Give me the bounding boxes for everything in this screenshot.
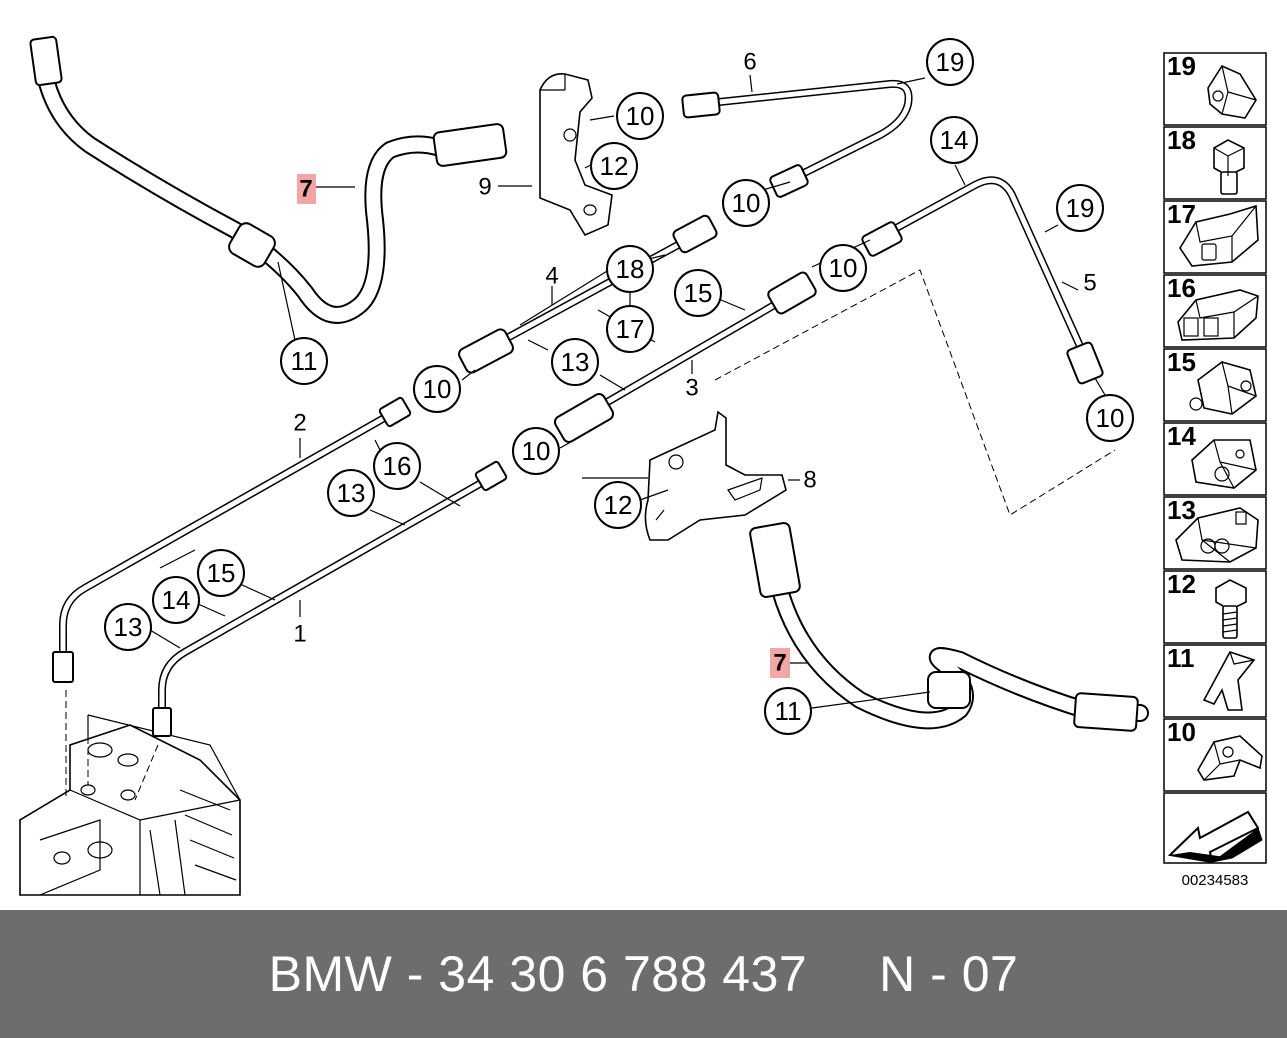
pipe-5: [861, 176, 1104, 385]
callout-14: 14: [930, 116, 978, 164]
svg-text:10: 10: [829, 253, 858, 283]
pipe-3: [553, 271, 817, 443]
clip-15-icon: [1189, 361, 1257, 415]
callout-10: 10: [512, 427, 560, 475]
svg-text:13: 13: [114, 612, 143, 642]
callouts: 19 10 12 10 14 19 18 15 10 17 13 10 11 1…: [104, 38, 1134, 735]
label-5: 5: [1083, 270, 1096, 297]
bolt-18-icon: [1213, 139, 1245, 195]
legend-number: 15: [1167, 347, 1196, 377]
svg-text:17: 17: [616, 314, 645, 344]
arrow-icon: [1167, 810, 1263, 864]
callout-10: 10: [722, 179, 770, 227]
callout-12: 12: [594, 481, 642, 529]
label-4: 4: [545, 263, 558, 290]
svg-text:19: 19: [936, 47, 965, 77]
svg-text:10: 10: [626, 101, 655, 131]
svg-text:18: 18: [616, 254, 645, 284]
clip-16-icon: [1177, 289, 1259, 341]
callout-12: 12: [590, 142, 638, 190]
legend-number: 10: [1167, 717, 1196, 747]
callout-17: 17: [606, 305, 654, 353]
svg-text:10: 10: [732, 188, 761, 218]
svg-text:11: 11: [775, 696, 802, 726]
plain-labels: 6 9 4 5 3 2 8 1: [293, 49, 1096, 648]
svg-text:19: 19: [1066, 193, 1095, 223]
callout-19: 19: [1056, 184, 1104, 232]
label-9: 9: [478, 174, 491, 201]
reference-number: 00234583: [1182, 872, 1249, 889]
highlight-7-top-bg: [297, 174, 316, 204]
label-3: 3: [685, 375, 698, 402]
svg-text:16: 16: [383, 451, 412, 481]
legend-number: 17: [1167, 199, 1196, 229]
legend-number: 16: [1167, 273, 1196, 303]
footer-bar: BMW - 34 30 6 788 437 N - 07: [0, 910, 1287, 1038]
label-8: 8: [803, 467, 816, 494]
hose-7-bottom: [749, 522, 1149, 732]
svg-text:14: 14: [940, 125, 969, 155]
legend-number: 14: [1167, 421, 1196, 451]
callout-14: 14: [152, 576, 200, 624]
clip-14-icon: [1191, 439, 1257, 489]
svg-text:14: 14: [162, 585, 191, 615]
svg-text:10: 10: [1096, 403, 1125, 433]
legend-number: 18: [1167, 125, 1196, 155]
callout-13: 13: [104, 603, 152, 651]
clip-11-icon: [1202, 651, 1256, 711]
label-7-bottom: 7: [773, 650, 786, 677]
hose-7-top: [29, 35, 508, 324]
callout-10: 10: [1086, 394, 1134, 442]
svg-text:12: 12: [604, 490, 633, 520]
callout-15: 15: [197, 549, 245, 597]
pipe-6: [681, 79, 913, 198]
svg-text:13: 13: [561, 347, 590, 377]
dashed-guides: [87, 269, 1116, 785]
callout-18: 18: [606, 245, 654, 293]
legend-number: 13: [1167, 495, 1196, 525]
abs-unit-illustration: [19, 690, 241, 896]
pipe-1: [152, 460, 508, 737]
callout-10: 10: [413, 365, 461, 413]
callout-16: 16: [373, 442, 421, 490]
bracket-9: [539, 73, 613, 237]
brake-line-diagram: 6 9 4 5 3 2 8 1 7 7 19 10 12 10 14 19 18…: [19, 35, 1267, 896]
parts-legend: 19 18 17 16 1: [1163, 51, 1267, 889]
clip-13-icon: [1175, 507, 1259, 563]
clip-19-icon: [1207, 64, 1257, 119]
svg-text:13: 13: [337, 478, 366, 508]
callout-13: 13: [551, 338, 599, 386]
pipe-2: [52, 396, 412, 683]
svg-text:12: 12: [600, 151, 629, 181]
highlighted-labels: 7 7: [297, 174, 790, 678]
legend-number: 12: [1167, 569, 1196, 599]
legend-number: 11: [1167, 643, 1195, 673]
part-number-text: BMW - 34 30 6 788 437 N - 07: [268, 946, 1019, 1002]
callout-11: 11: [280, 337, 328, 385]
svg-text:10: 10: [423, 374, 452, 404]
label-6: 6: [743, 49, 756, 76]
clip-10-icon: [1197, 735, 1263, 781]
svg-text:11: 11: [291, 346, 318, 376]
clip-17-icon: [1179, 204, 1259, 267]
callout-13: 13: [327, 469, 375, 517]
bolt-12-icon: [1215, 579, 1247, 639]
callout-19: 19: [926, 38, 974, 86]
highlight-7-bottom-bg: [770, 648, 790, 678]
callout-10: 10: [616, 92, 664, 140]
legend-number: 19: [1167, 51, 1196, 81]
callout-10: 10: [819, 244, 867, 292]
svg-text:10: 10: [522, 436, 551, 466]
bracket-8: [644, 410, 787, 541]
pipe-4: [458, 214, 718, 374]
label-2: 2: [293, 410, 306, 437]
callout-15: 15: [674, 269, 722, 317]
label-7-top: 7: [299, 176, 312, 203]
svg-text:15: 15: [684, 278, 713, 308]
svg-text:15: 15: [207, 558, 236, 588]
label-1: 1: [293, 621, 306, 648]
callout-11: 11: [764, 687, 812, 735]
